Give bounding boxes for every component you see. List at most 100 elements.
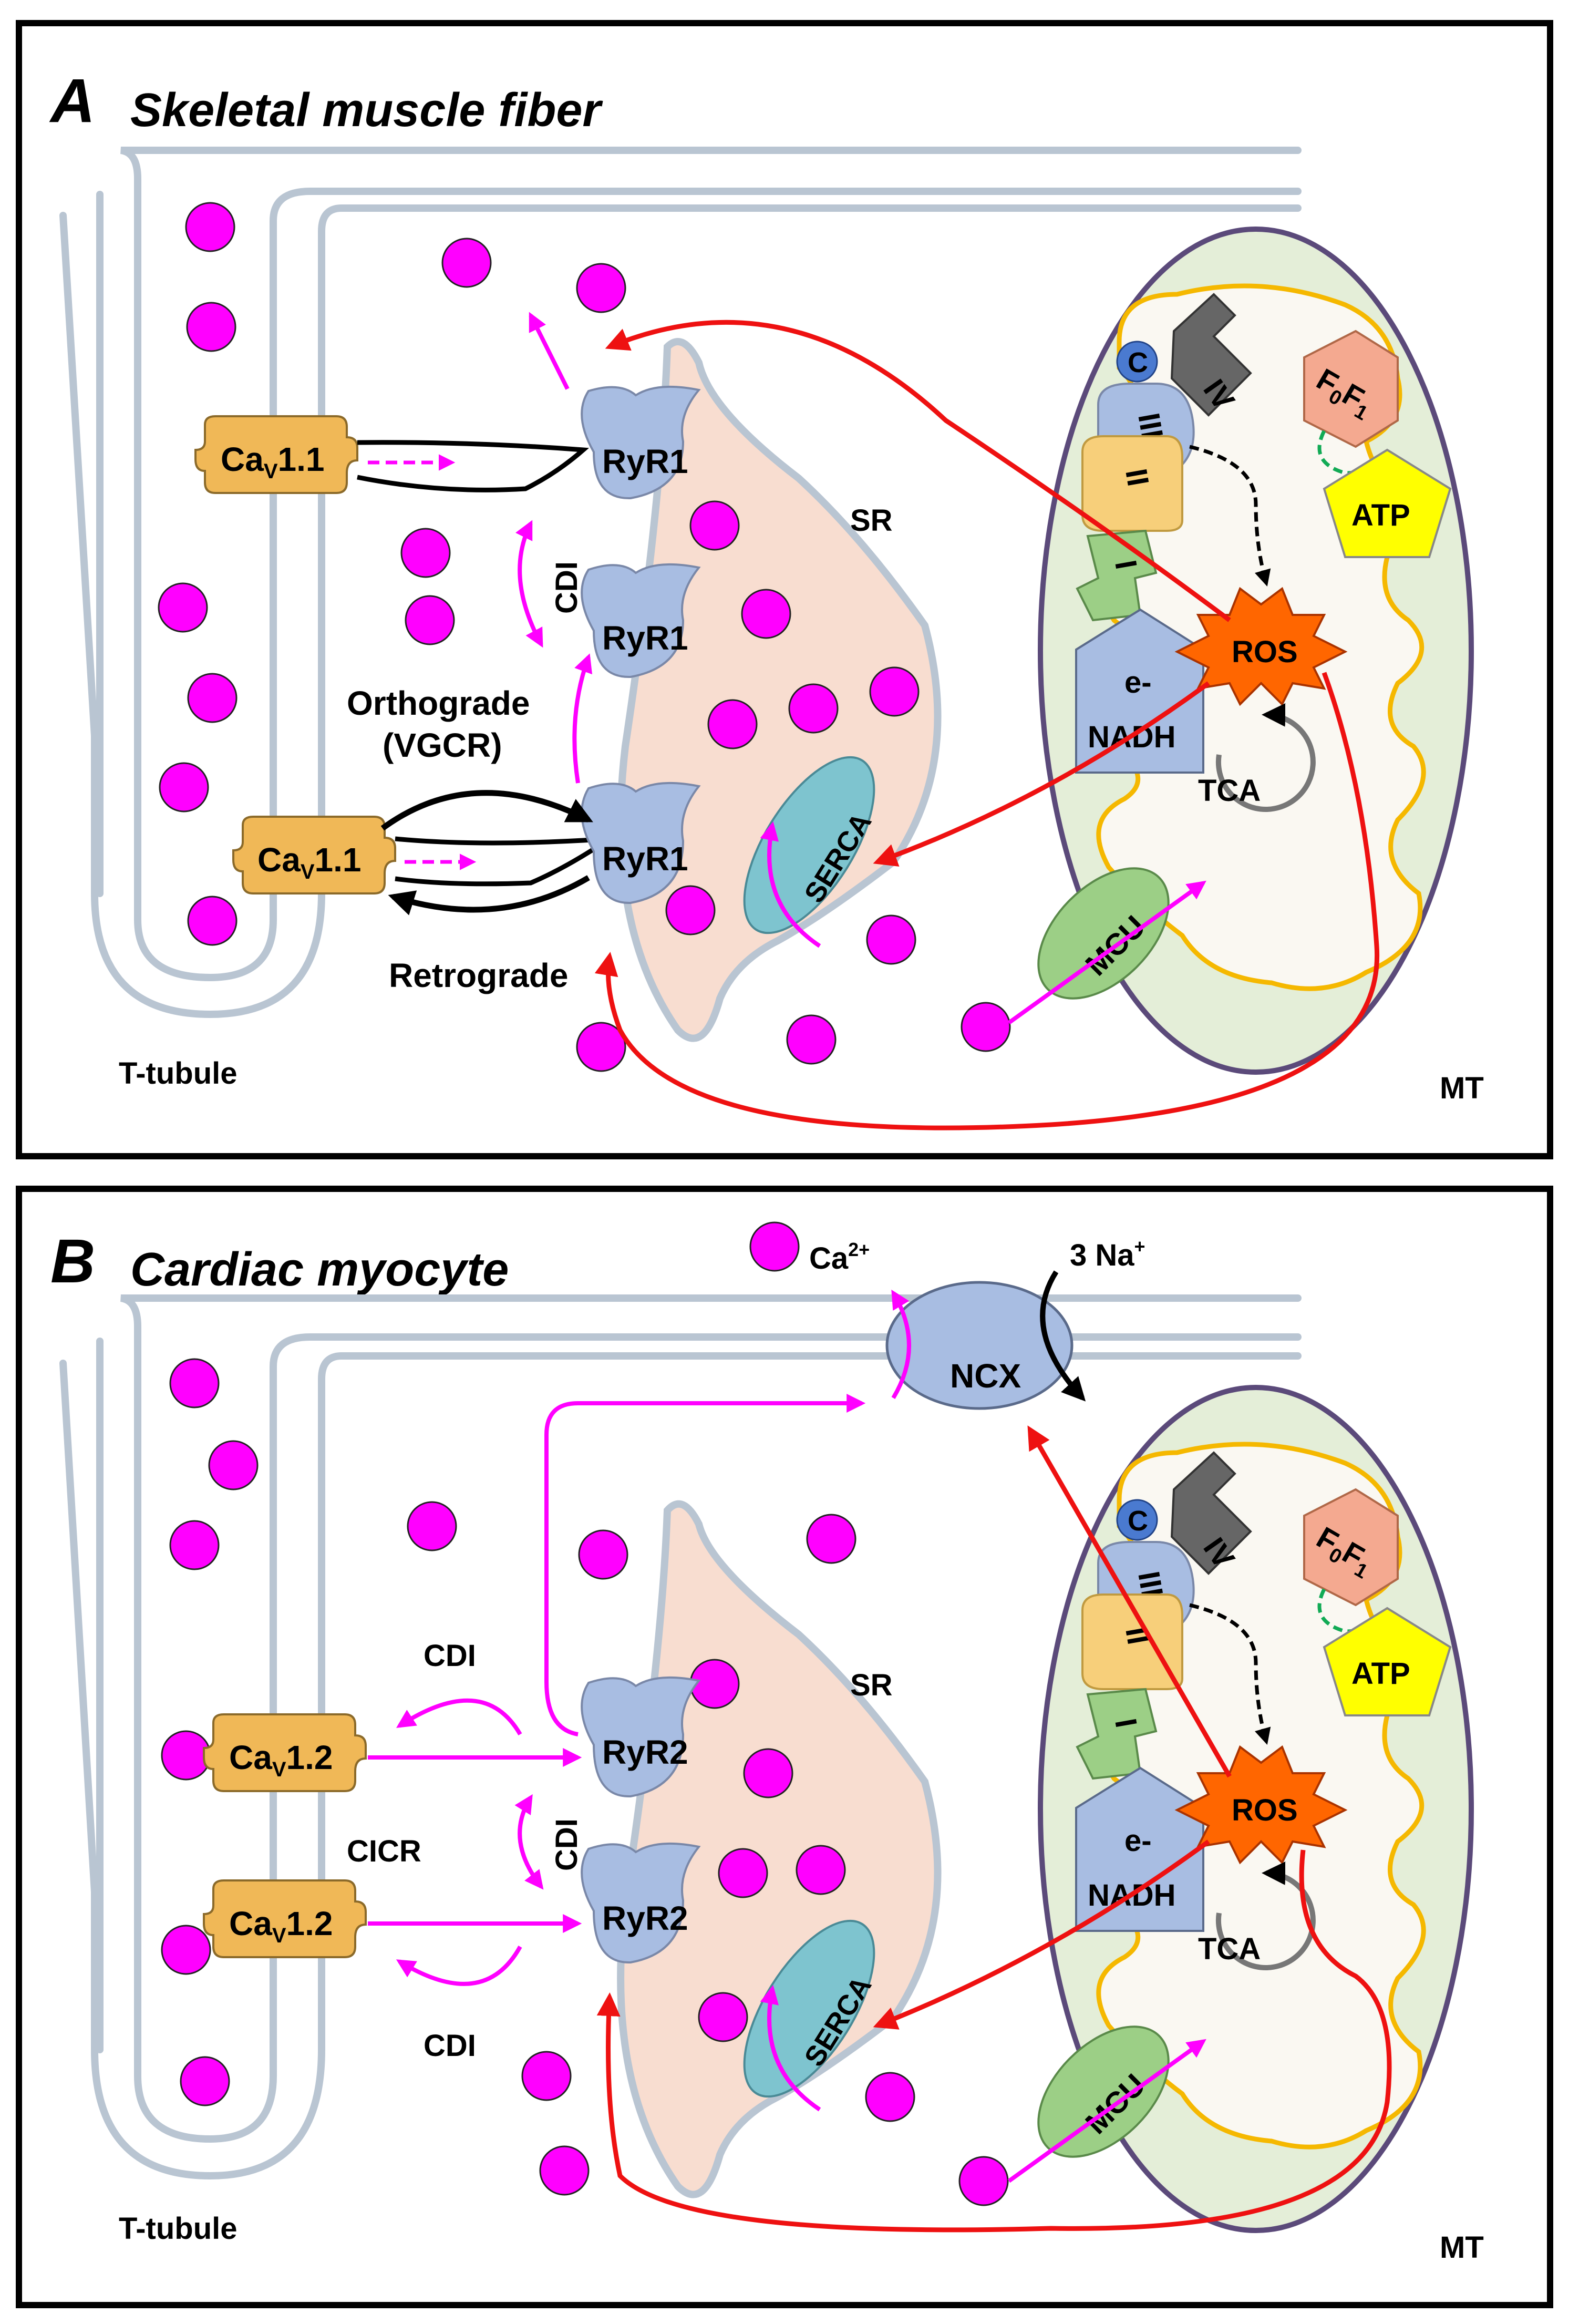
ros-to-serca-b	[873, 1839, 1210, 2030]
tca-label-a: TCA	[1198, 774, 1261, 808]
ncx-label: NCX	[950, 1357, 1021, 1395]
complex-ii-a	[1081, 435, 1183, 532]
cicr-label: CICR	[347, 1834, 421, 1868]
cav11-top-ca: Ca	[221, 440, 264, 478]
ros-production-arrow-a	[1189, 445, 1271, 587]
ros-to-ncx-arrow	[1027, 1425, 1232, 1778]
complex-iv-b	[1170, 1451, 1252, 1575]
ryr1-top-label: RyR1	[602, 443, 688, 480]
ryr1-bottom-label: RyR1	[602, 840, 688, 878]
ryr2-top: RyR2	[581, 1676, 701, 1798]
ros-to-ryr-top-a	[605, 320, 1231, 622]
serca-uptake-arrow-a	[760, 821, 821, 948]
mcu-uptake-arrow-b	[1007, 2039, 1206, 2183]
cav12-top: CaV1.2	[203, 1713, 367, 1792]
mitochondrion-a: IV C III II I e- NADH F0F1 ATP ROS TCA	[1007, 227, 1474, 1075]
ca-ion-sup: 2+	[848, 1239, 870, 1260]
cav11-bottom: CaV1.1	[232, 816, 396, 894]
sr-label-b: SR	[850, 1668, 893, 1702]
cav12-bottom-ca: Ca	[229, 1905, 272, 1942]
retrograde-label: Retrograde	[389, 957, 568, 994]
e-minus-label-b: e-	[1124, 1824, 1152, 1858]
svg-text:CaV1.2: CaV1.2	[229, 1905, 333, 1947]
sarcolemma-membrane-b	[59, 1294, 1302, 2180]
serca-uptake-arrow-b	[760, 1984, 821, 2112]
ryr-to-ncx-arrow	[544, 1394, 866, 1736]
sarcolemma-membrane	[59, 147, 1302, 1019]
svg-text:CaV1.1: CaV1.1	[221, 440, 324, 483]
ros-to-ryr-bottom-a	[594, 672, 1380, 1130]
ros-label-b: ROS	[1232, 1793, 1298, 1827]
complex-ii-b	[1081, 1593, 1183, 1690]
mcu-uptake-arrow-a	[1007, 880, 1206, 1025]
retrograde-arrow	[388, 875, 590, 916]
cyt-c-b	[1116, 1499, 1158, 1541]
atp-a	[1323, 448, 1452, 558]
cav11-top-sub: V	[264, 460, 278, 483]
cyt-c-label-b: C	[1128, 1505, 1148, 1537]
cyt-c-label-a: C	[1128, 347, 1148, 378]
ros-production-arrow-b	[1189, 1603, 1271, 1745]
svg-text:F0F1: F0F1	[1309, 362, 1379, 425]
ros-label-a: ROS	[1232, 635, 1298, 669]
cav12-top-rest: 1.2	[286, 1739, 333, 1776]
vgcr-label: (VGCR)	[383, 726, 502, 764]
atp-label-a: ATP	[1351, 498, 1410, 532]
tca-label-b: TCA	[1198, 1932, 1261, 1966]
ryr1-bottom: RyR1	[581, 781, 701, 904]
mcu-b	[1037, 2025, 1170, 2158]
ryr2-bottom: RyR2	[581, 1842, 701, 1964]
cav12-bottom: CaV1.2	[203, 1879, 367, 1958]
cav11-top: CaV1.1	[194, 415, 358, 494]
svg-text:CaV1.1: CaV1.1	[257, 841, 361, 883]
ros-to-serca-a	[873, 681, 1210, 867]
panel-a: A Skeletal muscle fiber SR CaV1.1	[16, 20, 1553, 1159]
release-arrow-mid-a	[572, 653, 593, 784]
cav11-top-rest: 1.1	[278, 440, 325, 478]
svg-text:CaV1.2: CaV1.2	[229, 1739, 333, 1781]
sr-label-a: SR	[850, 503, 893, 538]
atp-b	[1323, 1607, 1452, 1716]
ncx-na-influx-arrow	[1040, 1270, 1086, 1402]
cav11-bottom-sub: V	[301, 860, 315, 883]
mcu-a	[1037, 867, 1170, 1000]
nadh-arrow-a	[1075, 608, 1204, 774]
svg-text:3 Na+: 3 Na+	[1070, 1236, 1145, 1272]
t-tubule-label-b: T-tubule	[119, 2212, 238, 2246]
cav11-bottom-rest: 1.1	[315, 841, 362, 879]
e-minus-label-a: e-	[1124, 665, 1152, 700]
na-ion-label: 3 Na	[1070, 1238, 1134, 1272]
cyt-c-a	[1116, 341, 1158, 383]
nadh-arrow-b	[1075, 1766, 1204, 1932]
ryr2-top-label: RyR2	[602, 1733, 688, 1771]
atp-label-b: ATP	[1351, 1657, 1410, 1691]
cdi-label-a: CDI	[550, 561, 584, 614]
f0f1-b	[1303, 1488, 1399, 1607]
cdi-arrow-top-b	[396, 1698, 522, 1736]
ryr1-mid: RyR1	[581, 563, 701, 678]
ryr1-mid-label: RyR1	[602, 619, 688, 657]
cav12-bottom-sub: V	[272, 1924, 286, 1947]
cav12-bottom-rest: 1.2	[286, 1905, 333, 1942]
na-ion-sup: +	[1134, 1236, 1145, 1257]
mt-label-b: MT	[1440, 2230, 1484, 2265]
cdi-arrow-bottom-b	[396, 1946, 522, 1986]
cdi-mid-label-b: CDI	[550, 1818, 584, 1871]
mitochondrion-b: IV C III II I e- NADH F0F1 ATP ROS TCA M…	[1007, 1385, 1474, 2233]
panel-a-letter: A	[49, 66, 95, 136]
complex-iv-a	[1170, 293, 1252, 417]
ncx-exchanger: NCX	[885, 1270, 1086, 1410]
cdi-bottom-label-b: CDI	[424, 2029, 476, 2063]
svg-text:Ca2+: Ca2+	[809, 1239, 870, 1276]
f0f1-a	[1303, 330, 1399, 448]
tca-cycle-a	[1215, 703, 1316, 812]
orthograde-label: Orthograde	[347, 684, 530, 722]
ros-to-ryr-b	[596, 1849, 1392, 2233]
orthograde-arrow	[380, 790, 593, 831]
panel-b-title: Cardiac myocyte	[130, 1243, 509, 1296]
panel-a-title: Skeletal muscle fiber	[130, 84, 603, 137]
cdi-arrow-mid-b	[514, 1794, 544, 1890]
mt-label-a: MT	[1440, 1071, 1484, 1105]
panel-b-letter: B	[50, 1227, 95, 1296]
